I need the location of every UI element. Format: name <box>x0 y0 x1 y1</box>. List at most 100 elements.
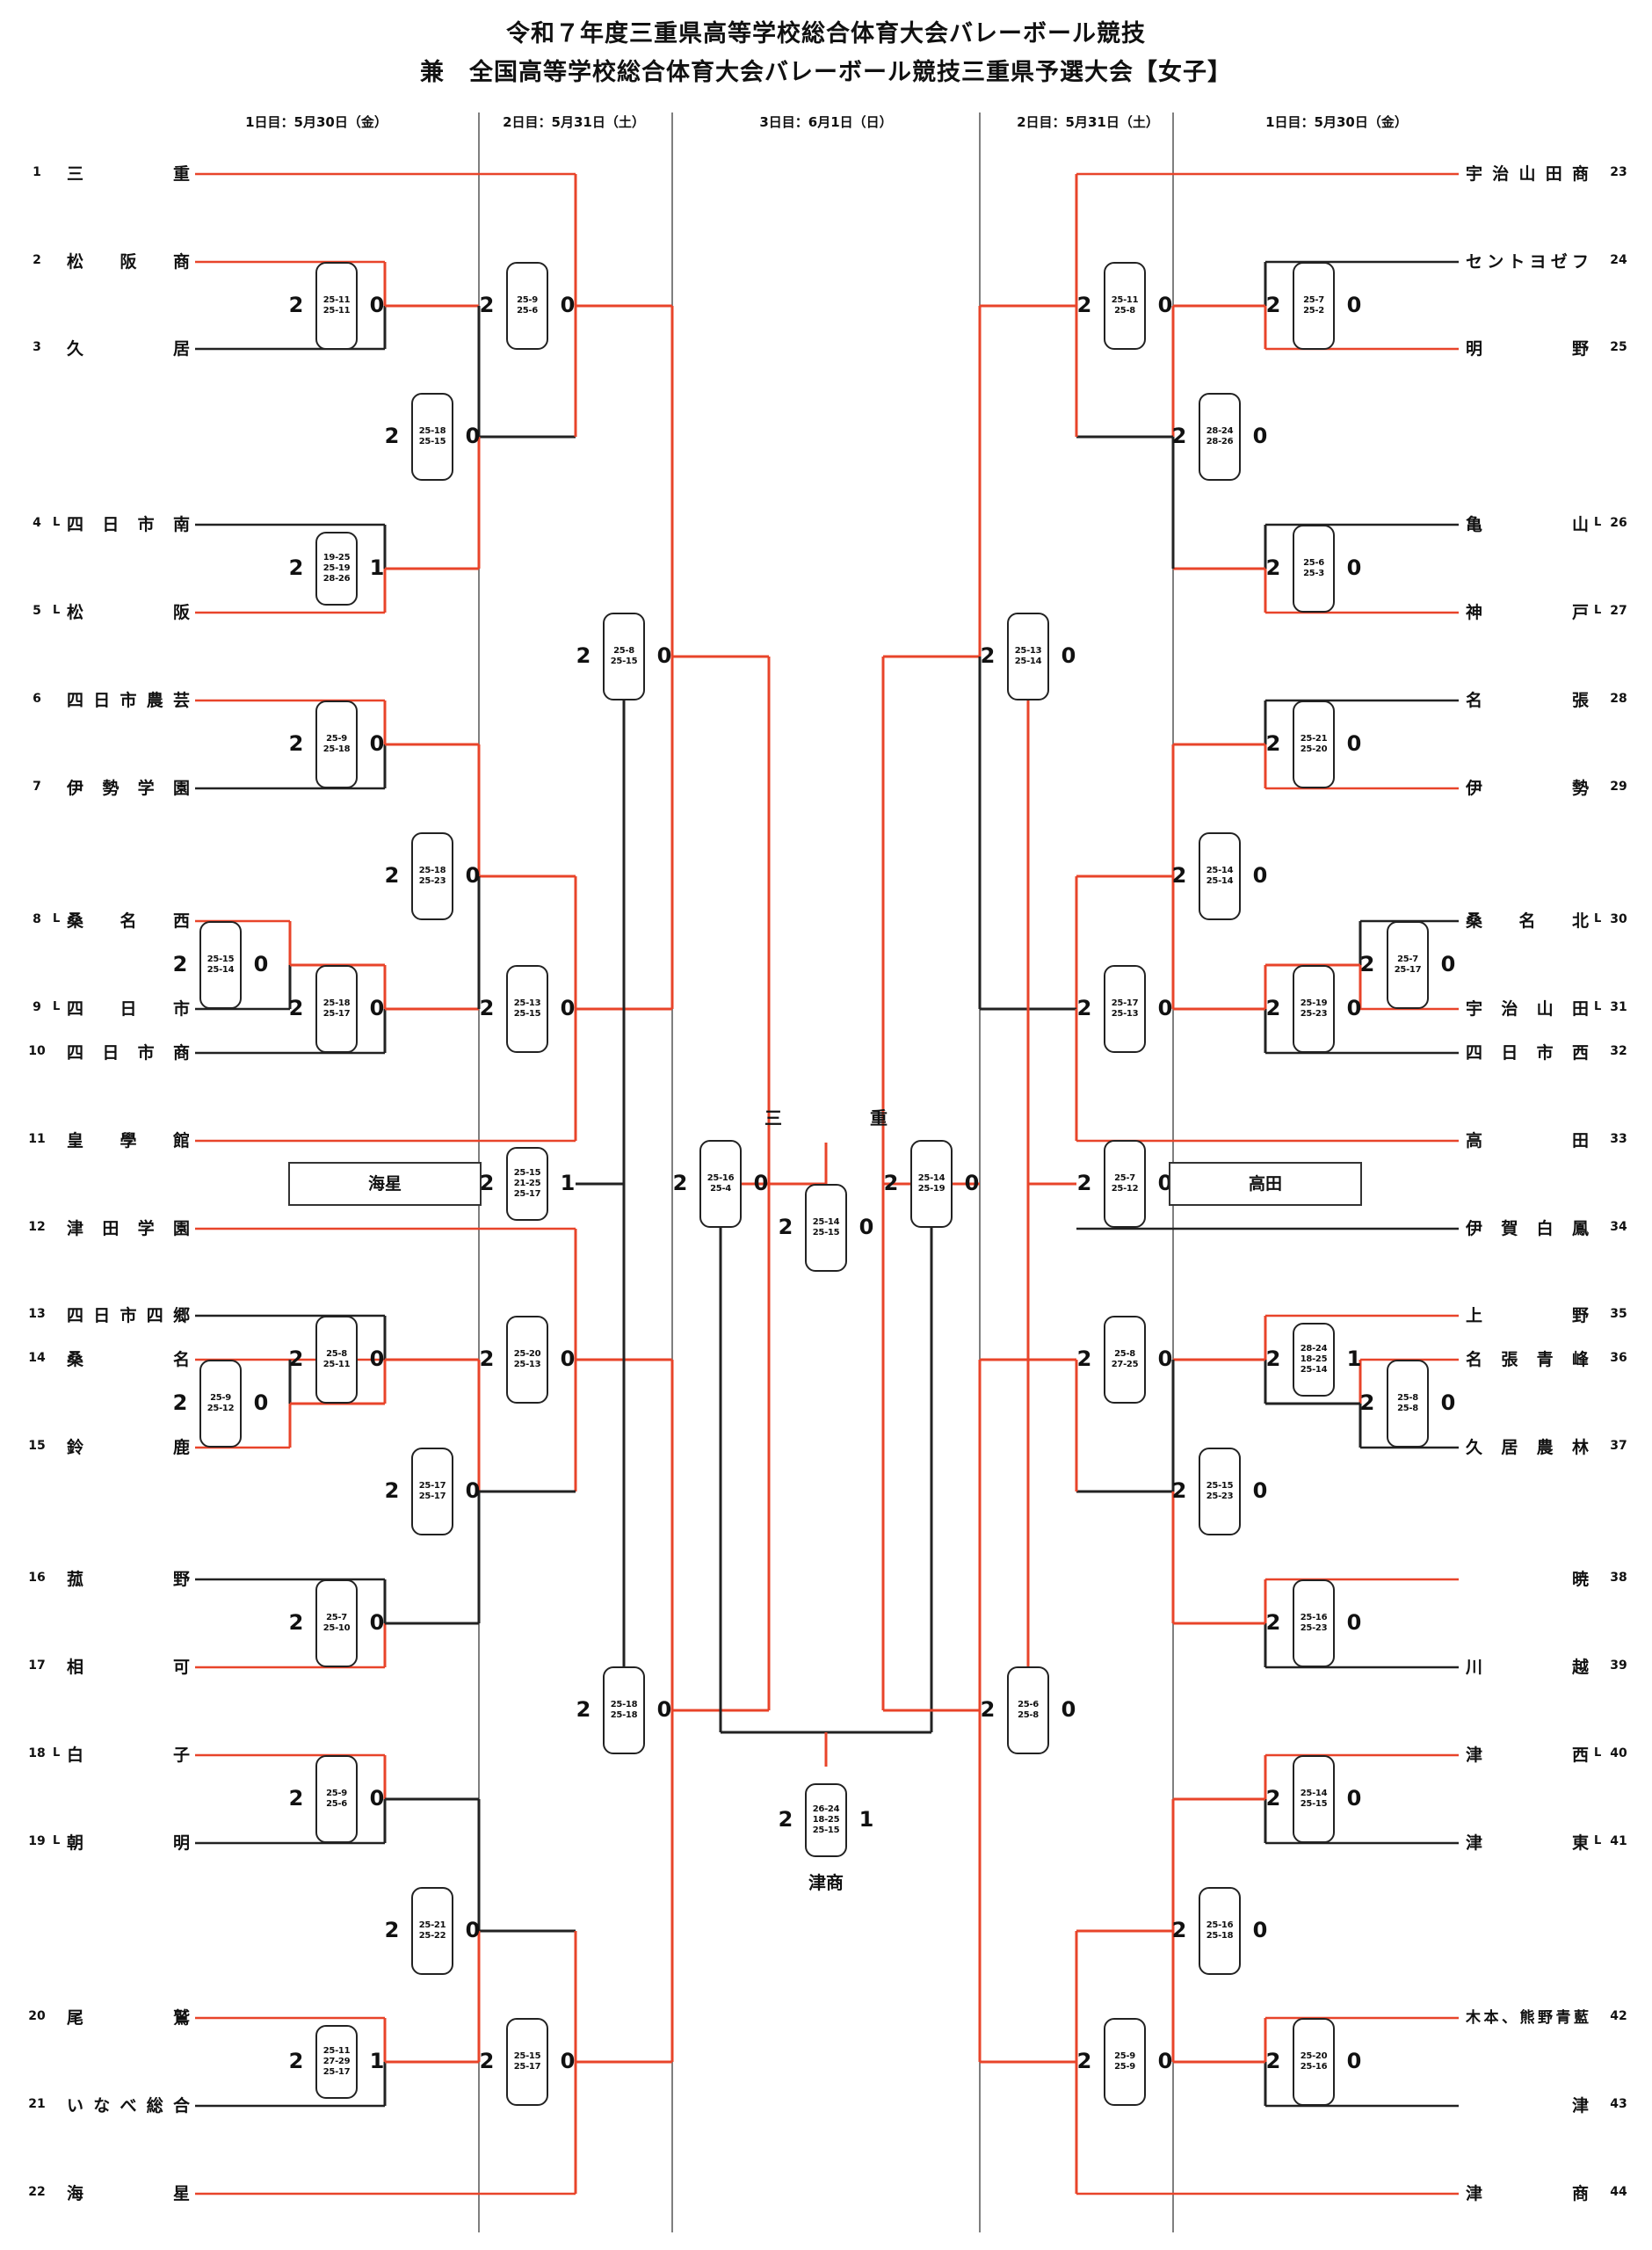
match-winner-sets: 2 <box>479 293 495 317</box>
set-score: 25-2 <box>1303 306 1324 316</box>
match-winner-sets: 2 <box>288 2049 304 2073</box>
set-score: 25-12 <box>206 1404 235 1413</box>
match-loser-sets: 0 <box>369 996 385 1020</box>
left-team-l-mark: L <box>53 1834 61 1847</box>
match-loser-sets: 0 <box>369 1610 385 1635</box>
left-team-number: 19 <box>28 1834 46 1848</box>
set-score: 25-23 <box>418 876 446 886</box>
match-loser-sets: 0 <box>1252 424 1268 448</box>
left-team-name: いなべ総合 <box>67 2096 190 2116</box>
match-winner-sets: 2 <box>384 424 400 448</box>
set-score: 25-17 <box>418 1492 446 1501</box>
right-team-number: 36 <box>1610 1351 1627 1365</box>
set-score: 25-23 <box>1206 1492 1234 1501</box>
match-winner-sets: 2 <box>384 1478 400 1503</box>
left-team-name: 津田学園 <box>67 1219 190 1238</box>
right-team-number: 29 <box>1610 780 1627 794</box>
set-score: 25-18 <box>322 998 351 1008</box>
set-score: 25-6 <box>1303 558 1324 568</box>
match-winner-sets: 2 <box>883 1171 899 1195</box>
right-team-name: 川越 <box>1466 1658 1589 1677</box>
set-score: 25-14 <box>1014 657 1042 666</box>
day-header-left-1: 1日目：5月30日（金） <box>245 114 388 130</box>
set-score: 25-7 <box>1303 295 1324 305</box>
right-team-name: 神戸 <box>1466 603 1589 622</box>
set-score: 25-9 <box>517 295 538 305</box>
title-line-1: 令和７年度三重県高等学校総合体育大会バレーボール競技 <box>506 20 1146 47</box>
set-score: 25-20 <box>1300 2051 1328 2061</box>
match-loser-sets: 1 <box>859 1807 874 1832</box>
set-score: 25-13 <box>513 998 541 1008</box>
right-team-l-mark: L <box>1594 604 1602 617</box>
match-loser-sets: 0 <box>1346 293 1362 317</box>
match-loser-sets: 0 <box>369 731 385 756</box>
left-team-number: 9 <box>33 1000 41 1014</box>
left-team-l-mark: L <box>53 912 61 925</box>
right-team-number: 33 <box>1610 1132 1627 1146</box>
right-team-number: 43 <box>1610 2097 1627 2111</box>
set-score: 18-25 <box>812 1815 840 1825</box>
match-loser-sets: 0 <box>1252 863 1268 888</box>
right-team-name: 上野 <box>1466 1306 1589 1325</box>
set-score: 25-18 <box>610 1710 638 1720</box>
match-winner-sets: 2 <box>1265 1610 1281 1635</box>
match-loser-sets: 0 <box>560 996 576 1020</box>
set-score: 25-11 <box>322 1360 351 1369</box>
match-winner-sets: 2 <box>980 643 996 668</box>
set-score: 25-18 <box>1206 1931 1234 1941</box>
right-team-name: 明野 <box>1466 339 1589 359</box>
left-team-name: 桑名 <box>67 1350 190 1369</box>
left-team-number: 21 <box>28 2097 46 2111</box>
set-score: 25-20 <box>1300 744 1328 754</box>
left-team-name: 伊勢学園 <box>67 779 190 798</box>
right-team-number: 38 <box>1610 1571 1627 1585</box>
right-team-name: セントヨゼフ <box>1466 252 1589 272</box>
left-team-number: 2 <box>33 253 41 267</box>
match-loser-sets: 0 <box>1346 1786 1362 1811</box>
right-team-l-mark: L <box>1594 1834 1602 1847</box>
right-team-l-mark: L <box>1594 516 1602 529</box>
right-team-name: 暁 <box>1571 1570 1589 1589</box>
match-winner-sets: 2 <box>1171 424 1187 448</box>
set-score: 25-6 <box>326 1799 347 1809</box>
left-team-name: 松阪 <box>67 603 190 622</box>
match-loser-sets: 0 <box>1440 952 1456 976</box>
match-loser-sets: 0 <box>560 293 576 317</box>
left-team-number: 1 <box>33 165 41 179</box>
right-team-name: 木本、熊野青藍 <box>1466 2009 1589 2027</box>
match-winner-sets: 2 <box>1265 293 1281 317</box>
left-team-l-mark: L <box>53 1000 61 1013</box>
day-header-center-3: 3日目：6月1日（日） <box>759 114 893 130</box>
match-winner-sets: 2 <box>576 1697 591 1722</box>
match-loser-sets: 1 <box>560 1171 576 1195</box>
left-team-number: 8 <box>33 912 41 926</box>
set-score: 25-15 <box>513 1168 541 1178</box>
set-score: 25-19 <box>917 1184 946 1194</box>
right-team-number: 35 <box>1610 1307 1627 1321</box>
set-score: 25-11 <box>322 2046 351 2056</box>
right-team-number: 23 <box>1610 165 1627 179</box>
set-score: 27-25 <box>1111 1360 1139 1369</box>
set-score: 25-6 <box>517 306 538 316</box>
set-score: 25-23 <box>1300 1009 1328 1019</box>
set-score: 25-15 <box>812 1228 840 1238</box>
match-winner-sets: 2 <box>288 731 304 756</box>
day-header-left-2: 2日目：5月31日（土） <box>503 114 645 130</box>
left-team-number: 6 <box>33 692 41 706</box>
match-winner-sets: 2 <box>1265 2049 1281 2073</box>
